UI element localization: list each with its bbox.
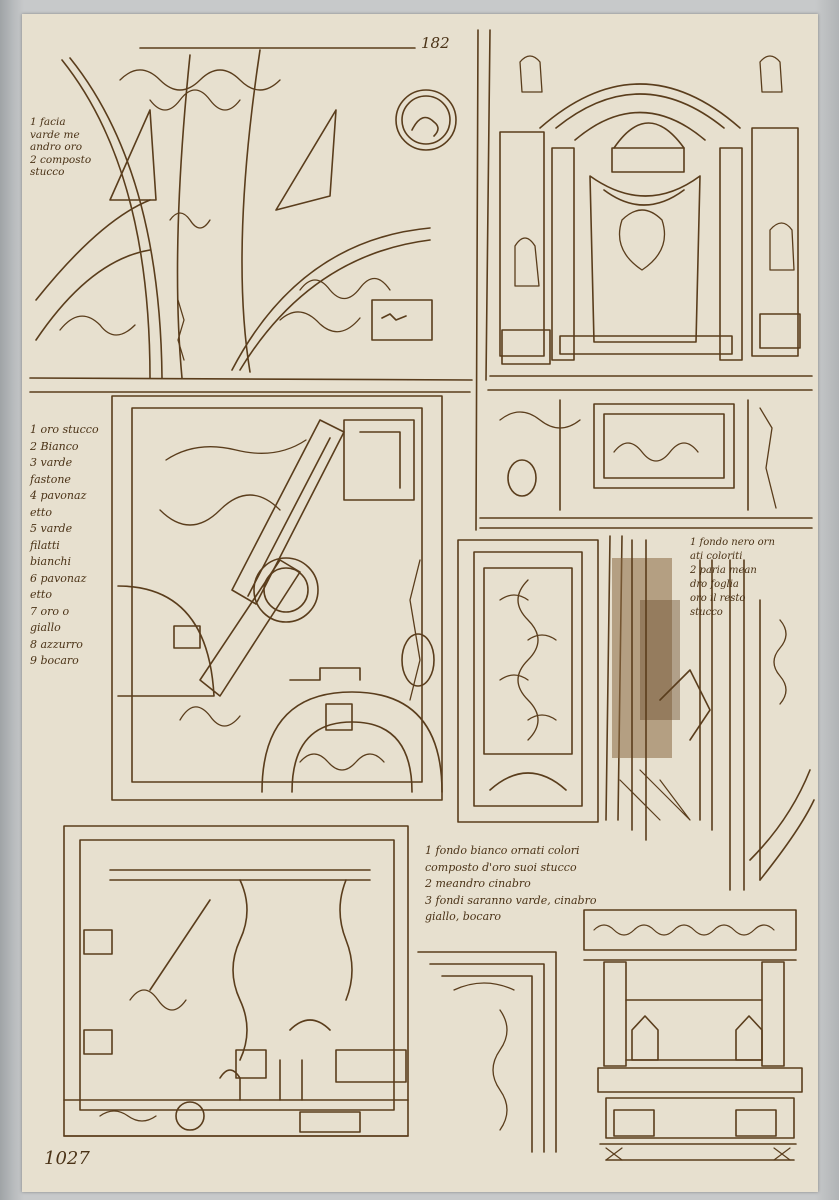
- annotation-line: 1 fondo nero orn: [690, 537, 775, 548]
- annotation-line: 8 azzurro: [30, 637, 83, 651]
- annotation-line: 2 Bianco: [30, 439, 79, 453]
- annotation-line: 9 bocaro: [30, 654, 79, 667]
- annotation-line: 1 oro stucco: [30, 423, 99, 436]
- annotation-line: fastone: [30, 472, 71, 486]
- wash-study-sketch: [612, 539, 815, 891]
- vault-spandrel-sketch: [29, 47, 473, 393]
- annotation-line: stucco: [690, 607, 723, 618]
- annotation-line: 2 composto: [30, 153, 92, 166]
- pilaster-panel-sketch: [457, 535, 623, 823]
- annotation-line: 4 pavonaz: [30, 489, 87, 502]
- annotation-line: 3 fondi saranno varde, cinabro: [425, 893, 597, 907]
- aedicule-sketch: [475, 29, 813, 531]
- annotation-line: 1 fondo bianco ornati colori: [425, 844, 580, 857]
- annotation-right-middle: 1 fondo nero orn ati coloriti 2 paria me…: [690, 536, 775, 620]
- ceiling-compartment-sketch: [111, 395, 443, 801]
- annotation-line: giallo: [30, 621, 61, 634]
- annotation-line: dro foglia: [690, 579, 739, 590]
- page-number: 182: [421, 34, 450, 52]
- inventory-number: 1027: [44, 1148, 90, 1169]
- annotation-line: andro oro: [30, 141, 83, 153]
- annotation-line: oro il resto: [690, 593, 746, 604]
- annotation-line: 2 paria mean: [690, 565, 757, 576]
- annotation-line: giallo, bocaro: [425, 910, 502, 923]
- annotation-bottom-center: 1 fondo bianco ornati colori composto d'…: [425, 843, 596, 926]
- annotation-line: bianchi: [30, 555, 71, 568]
- annotation-line: 7 oro o: [30, 604, 70, 618]
- annotation-top-left: 1 facia varde me andro oro 2 composto st…: [30, 116, 91, 179]
- annotation-line: 1 facia: [30, 116, 66, 128]
- annotation-line: 6 pavonaz: [30, 571, 87, 585]
- annotation-color-key: 1 oro stucco 2 Bianco 3 varde fastone 4 …: [30, 422, 99, 670]
- annotation-line: ati coloriti: [690, 551, 743, 562]
- annotation-line: 3 varde: [30, 456, 73, 469]
- wall-elevation-sketch: [583, 909, 803, 1161]
- corner-panel-sketch: [417, 951, 557, 1153]
- annotation-line: filatti: [30, 538, 60, 552]
- annotation-line: etto: [30, 588, 52, 601]
- annotation-line: 2 meandro cinabro: [425, 877, 531, 890]
- annotation-line: varde me: [30, 128, 80, 141]
- annotation-line: composto d'oro suoi stucco: [425, 860, 577, 874]
- grotesque-frieze-sketch: [63, 825, 409, 1137]
- annotation-line: stucco: [30, 166, 65, 178]
- annotation-line: etto: [30, 505, 52, 519]
- annotation-line: 5 varde: [30, 522, 73, 535]
